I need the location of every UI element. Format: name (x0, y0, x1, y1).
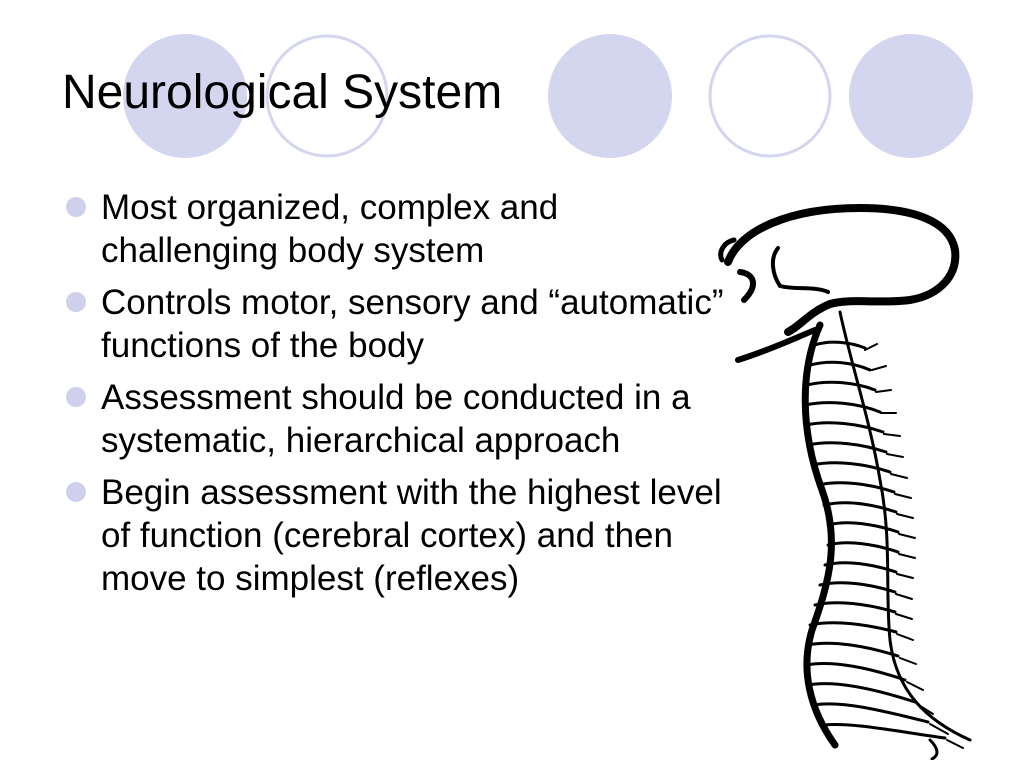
bullet-text: Controls motor, sensory and “automatic” … (101, 283, 724, 365)
decor-circle-outline-1 (265, 34, 389, 158)
bullet-text: Begin assessment with the highest level … (101, 473, 722, 598)
bullet-item: Controls motor, sensory and “automatic” … (66, 281, 726, 367)
bullet-list: Most organized, complex and challenging … (66, 186, 726, 609)
decor-circle-filled-3 (849, 34, 973, 158)
bullet-item: Begin assessment with the highest level … (66, 471, 726, 600)
bullet-item: Most organized, complex and challenging … (66, 186, 726, 272)
spine-skull-icon (718, 203, 972, 760)
bullet-icon (66, 387, 86, 407)
bullet-icon (66, 292, 86, 312)
bullet-item: Assessment should be conducted in a syst… (66, 376, 726, 462)
bullet-icon (66, 482, 86, 502)
bullet-text: Assessment should be conducted in a syst… (101, 378, 691, 460)
bullet-text: Most organized, complex and challenging … (101, 188, 559, 270)
slide-title: Neurological System (62, 66, 503, 119)
decorative-circles (123, 34, 973, 158)
decor-circle-filled-2 (548, 34, 672, 158)
decor-circle-outline-2 (708, 34, 832, 158)
decor-circle-filled-1 (123, 34, 247, 158)
bullet-icon (66, 197, 86, 217)
